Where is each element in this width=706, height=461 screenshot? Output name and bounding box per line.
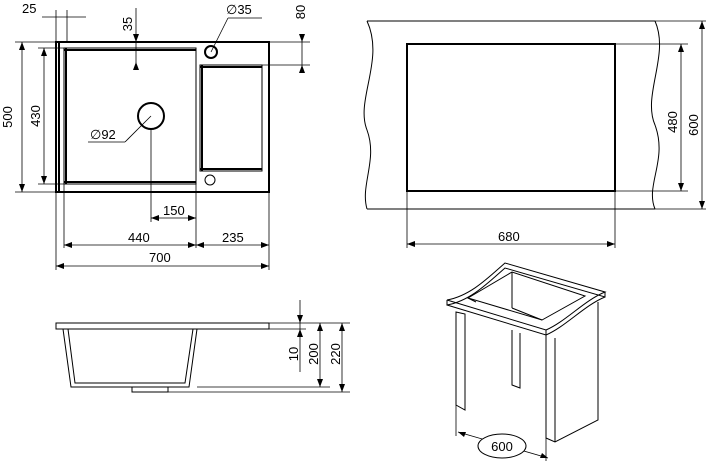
cabinet-back-leg — [511, 330, 521, 389]
dim-480-label: 480 — [665, 111, 680, 133]
dim-25-label: 25 — [22, 1, 36, 16]
top-view: 25 35 ∅35 80 500 430 ∅92 — [0, 1, 310, 270]
dim-500-label: 500 — [0, 106, 15, 128]
dim-diameter-35-label: ∅35 — [226, 2, 252, 17]
dim-680-label: 680 — [498, 229, 520, 244]
cabinet-right-leg — [545, 302, 599, 443]
side-drain — [131, 387, 169, 393]
sink-outline — [55, 41, 270, 193]
dim-diameter-92-label: ∅92 — [90, 127, 116, 142]
main-bowl — [63, 47, 197, 185]
cabinet-view: 600 — [446, 262, 607, 461]
cabinet-left-leg — [455, 311, 466, 411]
dim-10-label: 10 — [286, 347, 301, 361]
dim-220-label: 220 — [328, 343, 343, 365]
drainboard — [199, 64, 263, 172]
dim-430-label: 430 — [28, 105, 43, 127]
dim-150-label: 150 — [163, 203, 185, 218]
cutout-view: 480 600 680 — [363, 20, 706, 248]
dim-440-label: 440 — [128, 230, 150, 245]
dim-80-label: 80 — [293, 5, 308, 19]
dim-35-top-label: 35 — [120, 17, 135, 31]
cabinet-dim-600-label: 600 — [491, 439, 513, 454]
side-view: 10 200 220 — [55, 300, 350, 393]
side-rim — [55, 322, 270, 330]
dim-200-label: 200 — [306, 343, 321, 365]
dim-700-label: 700 — [149, 250, 171, 265]
dim-600-bubble — [477, 433, 527, 459]
dim-235-label: 235 — [222, 230, 244, 245]
overflow-hole — [204, 174, 216, 186]
countertop-right-break — [650, 20, 660, 210]
cabinet-top-edge — [446, 267, 606, 306]
side-bowl — [62, 328, 198, 388]
dim-600-label: 600 — [686, 114, 701, 136]
cabinet-top-inner — [466, 271, 587, 321]
cutout-rect — [406, 43, 616, 192]
side-bowl-inner — [67, 328, 194, 384]
faucet-hole — [204, 45, 218, 59]
countertop-left-break — [363, 20, 374, 210]
